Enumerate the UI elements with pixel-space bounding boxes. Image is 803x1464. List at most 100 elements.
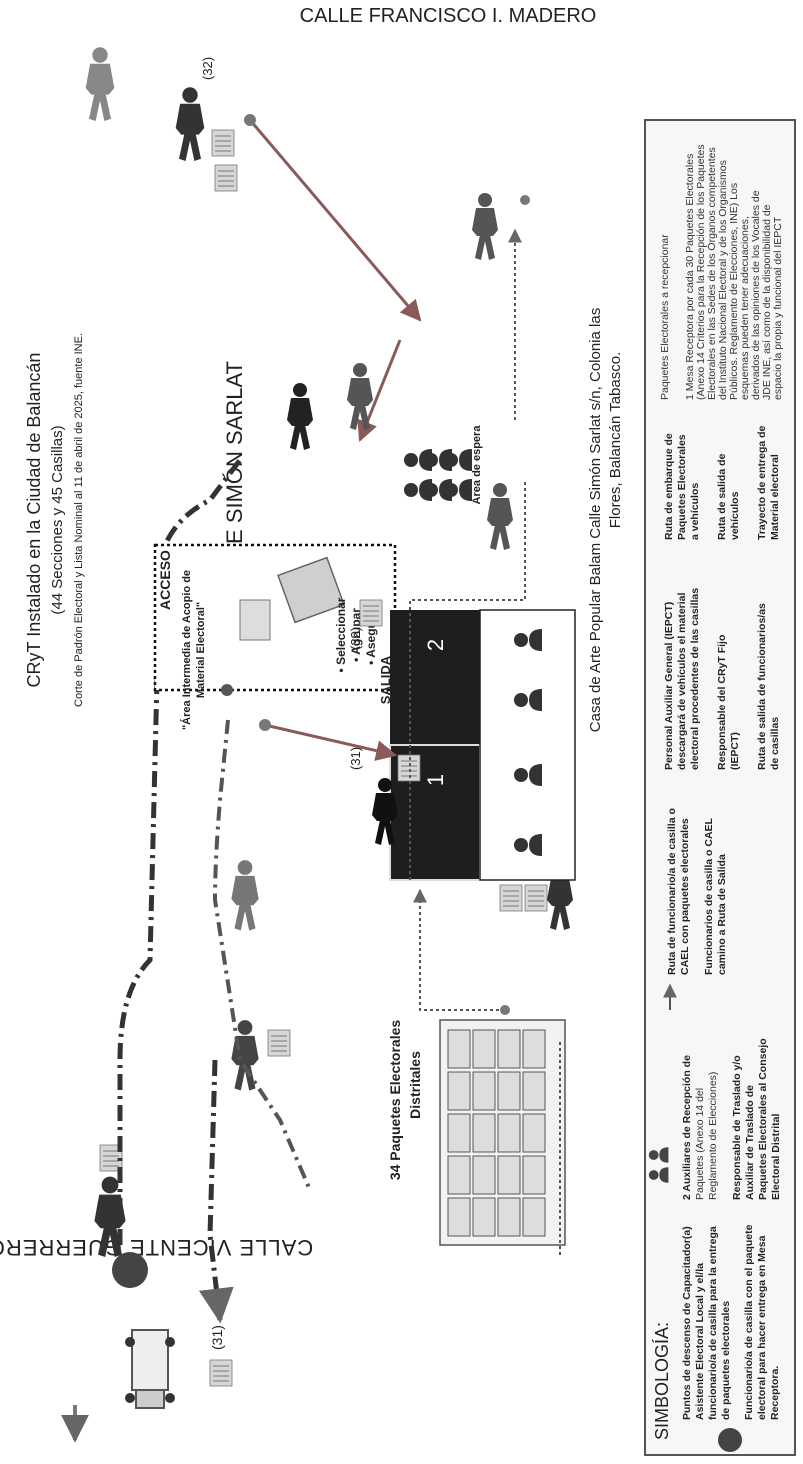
descent-point-icon — [112, 1252, 148, 1288]
svg-text:(Anexo 14 Criterios para la Re: (Anexo 14 Criterios para la Recepción de… — [695, 144, 707, 400]
route-delivery-path — [420, 890, 561, 1255]
svg-text:Responsable de Traslado y/o: Responsable de Traslado y/o — [731, 1055, 743, 1200]
svg-text:Ruta de salida de funcionarios: Ruta de salida de funcionarios/as — [756, 603, 768, 770]
person-icon — [85, 47, 115, 121]
svg-text:(IEPCT): (IEPCT) — [729, 732, 741, 770]
svg-text:JDE INE, así como de la dispon: JDE INE, así como de la disponibilidad d… — [761, 204, 773, 400]
svg-text:de paquetes electorales: de paquetes electorales — [720, 1301, 732, 1420]
storage-name-2: Material Electoral" — [195, 602, 207, 698]
diagram-body: CRyT Instalado en la Ciudad de Balancán … — [0, 5, 624, 1443]
package-icon — [359, 599, 383, 627]
package-icon — [524, 884, 548, 912]
route-cael-path — [117, 458, 242, 1245]
svg-text:de casillas: de casillas — [769, 717, 781, 770]
svg-text:Ruta de embarque de: Ruta de embarque de — [663, 433, 675, 540]
package-icon — [211, 129, 235, 157]
svg-text:Paquetes (Anexo 14 del: Paquetes (Anexo 14 del — [694, 1088, 706, 1200]
official-person-icon — [472, 193, 498, 260]
legend-col5: Ruta de embarque de Paquetes Electorales… — [663, 425, 781, 540]
svg-text:Material electoral: Material electoral — [769, 454, 781, 540]
package-stack: 34 Paquetes Electorales Distritales — [387, 1019, 566, 1246]
official-person-icon — [487, 483, 513, 550]
street-madero: CALLE FRANCISCO I. MADERO — [300, 5, 597, 27]
count-32-desk: (32) — [348, 627, 363, 650]
title-line-2: (44 Secciones y 45 Casillas) — [49, 425, 66, 614]
table-2-label: 2 — [423, 639, 448, 651]
svg-text:esquemas pueden tener adecuaci: esquemas pueden tener adecuaciones, — [739, 216, 751, 400]
package-icon — [209, 1359, 233, 1387]
count-32-top: (32) — [200, 57, 215, 80]
svg-text:Receptora.: Receptora. — [769, 1366, 781, 1420]
svg-text:Electorales en las Sedes de lo: Electorales en las Sedes de los Órganos … — [705, 147, 718, 400]
svg-text:Responsable del CRyT Fijo: Responsable del CRyT Fijo — [716, 635, 728, 770]
waiting-area — [404, 449, 472, 501]
svg-text:vehículos: vehículos — [729, 491, 741, 540]
packages-label-1: 34 Paquetes Electorales — [387, 1020, 403, 1181]
svg-text:2 Auxiliares de Recepción de: 2 Auxiliares de Recepción de — [681, 1055, 693, 1200]
descent-point-icon — [718, 1428, 742, 1452]
step-agrupar: • Agrupar — [349, 608, 363, 662]
package-icon — [267, 1029, 291, 1057]
svg-text:espacio la propia y funcional: espacio la propia y funcional del IEPCT — [772, 216, 784, 400]
svg-text:descargará de vehículos el mat: descargará de vehículos el material — [676, 592, 688, 770]
table-1-label: 1 — [423, 774, 448, 786]
svg-text:Paquetes Electorales: Paquetes Electorales — [676, 434, 688, 540]
svg-text:Funcionarios de casilla o CAEL: Funcionarios de casilla o CAEL — [703, 817, 715, 975]
box-icon — [277, 556, 345, 624]
svg-text:Públicos. Reglamento de Elecci: Públicos. Reglamento de Elecciones, INE)… — [728, 183, 740, 400]
route-exit-path — [212, 719, 312, 1191]
official-person-icon — [287, 383, 313, 450]
svg-text:CAEL con paquetes electorales: CAEL con paquetes electorales — [679, 818, 691, 975]
svg-text:derivados de las opiniones de: derivados de las opiniones de los Vocale… — [750, 190, 762, 400]
svg-text:Personal Auxiliar General (IEP: Personal Auxiliar General (IEPCT) — [663, 602, 675, 770]
svg-text:Asistente Electoral Local y el: Asistente Electoral Local y el/la — [694, 1263, 706, 1420]
street-guerrero: CALLE VICENTE GUERRERO — [0, 1235, 313, 1260]
svg-text:camino a Ruta de Salida: camino a Ruta de Salida — [716, 854, 728, 975]
count-31-left: (31) — [209, 1325, 225, 1350]
svg-text:funcionario/a de casilla para: funcionario/a de casilla para la entrega — [707, 1226, 719, 1420]
route-arrow — [264, 723, 398, 761]
svg-text:Paquetes Electorales a recepci: Paquetes Electorales a recepcionar — [659, 234, 671, 400]
svg-text:Ruta de salida de: Ruta de salida de — [716, 453, 728, 540]
svg-text:a vehículos: a vehículos — [689, 483, 701, 540]
legend-col2: 2 Auxiliares de Recepción de Paquetes (A… — [648, 1038, 782, 1200]
svg-text:del Instituto Nacional Elector: del Instituto Nacional Electoral y de lo… — [717, 160, 729, 400]
legend-col6: Paquetes Electorales a recepcionar 1 Mes… — [659, 144, 784, 400]
truck-icon — [125, 1329, 175, 1409]
legend: SIMBOLOGÍA: Puntos de descenso de Capaci… — [644, 119, 796, 1456]
package-icon — [214, 164, 238, 192]
legend-title: SIMBOLOGÍA: — [652, 1322, 672, 1440]
acceso-label: ACCESO — [157, 550, 173, 610]
person-icon — [175, 87, 205, 161]
count-31-desk: (31) — [348, 747, 363, 770]
svg-text:Funcionario/a de casilla con e: Funcionario/a de casilla con el paquete — [743, 1224, 755, 1420]
header-note: Corte de Padrón Electoral y Lista Nomina… — [73, 333, 85, 707]
salida-label: SALIDA — [378, 655, 393, 704]
svg-text:electoral para hacer entrega e: electoral para hacer entrega en Mesa — [756, 1235, 768, 1420]
address-line-2: Flores, Balancán Tabasco. — [607, 352, 624, 529]
legend-col3: Ruta de funcionario/a de casilla o CAEL … — [663, 808, 728, 1010]
svg-text:Ruta de funcionario/a de casil: Ruta de funcionario/a de casilla o — [666, 808, 678, 975]
svg-text:Paquetes Electorales al Consej: Paquetes Electorales al Consejo — [757, 1038, 769, 1200]
reception-desks: 1 2 — [389, 609, 576, 881]
packages-label-2: Distritales — [407, 1051, 423, 1119]
storage-area-box: ACCESO SALIDA "Área Intermedia de Acopio… — [153, 543, 397, 730]
legend-col1: Puntos de descenso de Capacitador(a) Asi… — [681, 1224, 781, 1452]
svg-text:1 Mesa Receptora por cada 30 P: 1 Mesa Receptora por cada 30 Paquetes El… — [684, 154, 696, 400]
package-icon — [499, 884, 523, 912]
storage-name-1: "Área Intermedia de Acopio de — [180, 570, 193, 730]
svg-text:Reglamento de Elecciones): Reglamento de Elecciones) — [707, 1072, 719, 1200]
svg-text:Electoral Distrital: Electoral Distrital — [770, 1114, 782, 1200]
legend-col4: Personal Auxiliar General (IEPCT) descar… — [663, 588, 781, 770]
svg-text:Trayecto de entrega de: Trayecto de entrega de — [756, 425, 768, 540]
title-line-1: CRyT Instalado en la Ciudad de Balancán — [24, 353, 44, 688]
document-icon — [239, 599, 271, 641]
route-down-path — [198, 1059, 234, 1324]
svg-text:Auxiliar de Traslado de: Auxiliar de Traslado de — [744, 1085, 756, 1200]
worker-person-icon — [231, 860, 259, 931]
address-line-1: Casa de Arte Popular Balam Calle Simón S… — [587, 308, 604, 732]
route-exit-dotted — [409, 480, 526, 880]
step-seleccionar: • Seleccionar — [334, 597, 348, 672]
waiting-area-label: Área de espera — [470, 425, 483, 505]
